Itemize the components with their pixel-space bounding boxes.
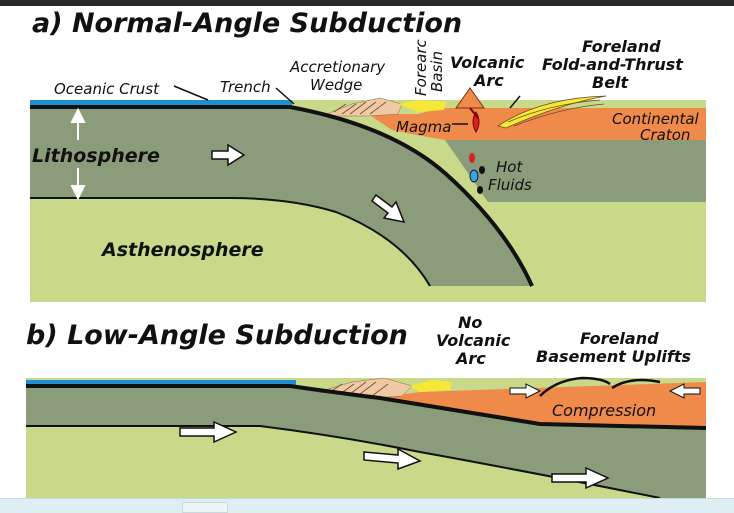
label-oceanic-crust: Oceanic Crust — [54, 80, 160, 98]
window-top-bar — [0, 0, 734, 6]
panel-b-title: b) Low-Angle Subduction — [26, 320, 408, 351]
ocean-water-b — [26, 380, 296, 385]
label-fb-1: Foreland — [580, 329, 659, 348]
label-volcanic-2: Arc — [472, 71, 504, 90]
fluid-drop-3 — [477, 186, 483, 194]
volcano-a — [455, 87, 485, 109]
oceanic-crust-b — [26, 384, 707, 430]
label-compression: Compression — [552, 401, 656, 420]
fluid-drop-2 — [469, 169, 479, 183]
label-foreland-3: Belt — [592, 73, 630, 92]
fold-thrust-belt-a — [497, 95, 607, 129]
label-hot-2: Fluids — [488, 176, 532, 194]
fluid-drop-1 — [479, 166, 485, 174]
window-bottom-bar — [0, 498, 734, 513]
label-volcanic-1: Volcanic — [450, 53, 525, 72]
ocean-water-a — [30, 100, 292, 106]
label-forearc-2: Basin — [428, 51, 446, 92]
label-no-1: No — [458, 313, 482, 332]
label-foreland-2: Fold-and-Thrust — [542, 55, 684, 74]
label-trench: Trench — [220, 78, 271, 96]
magma-conduit — [469, 107, 479, 119]
label-no-3: Arc — [454, 349, 486, 368]
label-foreland-1: Foreland — [582, 37, 661, 56]
label-continental-2: Craton — [640, 126, 690, 144]
forearc-basin-a — [398, 100, 446, 112]
label-continental-1: Continental — [612, 110, 700, 128]
label-fb-2: Basement Uplifts — [536, 347, 691, 366]
oceanic-lithosphere-a — [30, 108, 532, 286]
continental-lithosphere-a — [445, 140, 706, 202]
panel-a-title: a) Normal-Angle Subduction — [32, 8, 462, 39]
label-lithosphere: Lithosphere — [32, 145, 160, 167]
continental-crust-b — [376, 382, 706, 428]
wedge-thrusts-a — [333, 101, 387, 115]
bottom-tab[interactable] — [182, 502, 228, 513]
oceanic-crust-a — [30, 105, 534, 287]
basement-uplifts — [539, 376, 661, 397]
forearc-basin-b — [410, 380, 452, 392]
label-hot-1: Hot — [496, 158, 523, 176]
label-asthenosphere: Asthenosphere — [100, 239, 264, 261]
compression-arrows — [509, 383, 701, 399]
panel-b: b) Low-Angle Subduction No Volcanic Arc … — [26, 313, 707, 498]
plate-motion-arrows-a — [211, 143, 406, 224]
label-magma: Magma — [396, 118, 451, 136]
magma-drop-1 — [469, 153, 475, 163]
lithosphere-thickness-arrow — [70, 107, 86, 201]
continental-craton-a — [368, 108, 706, 140]
label-no-2: Volcanic — [436, 331, 511, 350]
label-accretionary-2: Wedge — [310, 76, 362, 94]
label-forearc-1: Forearc — [412, 38, 430, 96]
lithosphere-base-a — [30, 197, 431, 287]
subduction-diagram: a) Normal-Angle Subduction Oceanic Crust… — [26, 8, 707, 498]
label-accretionary-1: Accretionary — [289, 58, 386, 76]
plate-motion-arrows-b — [179, 420, 610, 490]
oceanic-lithosphere-b — [26, 386, 706, 498]
panel-a: a) Normal-Angle Subduction Oceanic Crust… — [30, 8, 706, 302]
leader-lines-a — [173, 85, 521, 125]
